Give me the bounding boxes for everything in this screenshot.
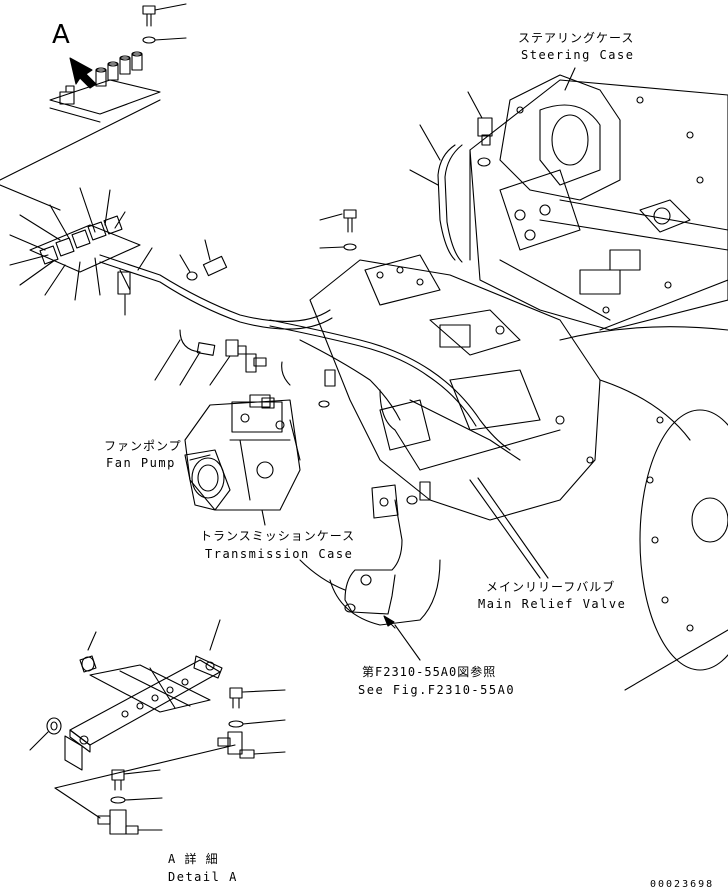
- transmission-case-label-en: Transmission Case: [205, 547, 354, 561]
- leader-lines-left: [9, 187, 153, 316]
- top-bolt: [142, 3, 187, 44]
- bolts-middle: [318, 209, 357, 408]
- top-manifold-assembly: [49, 51, 161, 123]
- detail-a-label-jp: A 詳 細: [168, 852, 219, 866]
- bracket-lower: [329, 481, 441, 626]
- main-relief-valve-label-en: Main Relief Valve: [478, 597, 627, 611]
- wiring-harness: [269, 319, 521, 471]
- large-housing-right: [559, 326, 728, 691]
- hose-steering: [437, 144, 456, 261]
- callout-leaders: [189, 67, 576, 661]
- hose-end: [196, 342, 216, 356]
- elbow-fittings: [225, 339, 267, 373]
- view-a-arrow: [69, 57, 97, 89]
- view-marker-a: A: [52, 20, 70, 50]
- fan-pump-label-jp: ファンポンプ: [104, 439, 182, 453]
- document-number: 00023698: [650, 879, 715, 890]
- transmission-case-label-jp: トランスミッションケース: [200, 529, 356, 543]
- see-figure-label-en: See Fig.F2310-55A0: [358, 683, 516, 697]
- steering-case-drawing: [469, 74, 728, 331]
- fan-pump-drawing: [184, 394, 301, 511]
- detail-a-drawing: [29, 619, 236, 819]
- left-manifold-assembly: [29, 215, 333, 330]
- fan-pump-label-en: Fan Pump: [106, 456, 176, 470]
- transmission-case-drawing: [309, 254, 601, 521]
- see-figure-label-jp: 第F2310-55A0図参照: [362, 665, 497, 679]
- hose-left: [179, 329, 201, 353]
- main-relief-valve-label-jp: メインリリーフバルブ: [486, 580, 616, 594]
- steering-case-label-en: Steering Case: [521, 48, 635, 62]
- elbow-fitting-top-right: [467, 91, 493, 167]
- detail-a-label-en: Detail A: [168, 870, 238, 884]
- steering-case-label-jp: ステアリングケース: [518, 31, 635, 45]
- detail-a-fittings: [97, 687, 286, 835]
- fitting-middle-left: [179, 239, 228, 281]
